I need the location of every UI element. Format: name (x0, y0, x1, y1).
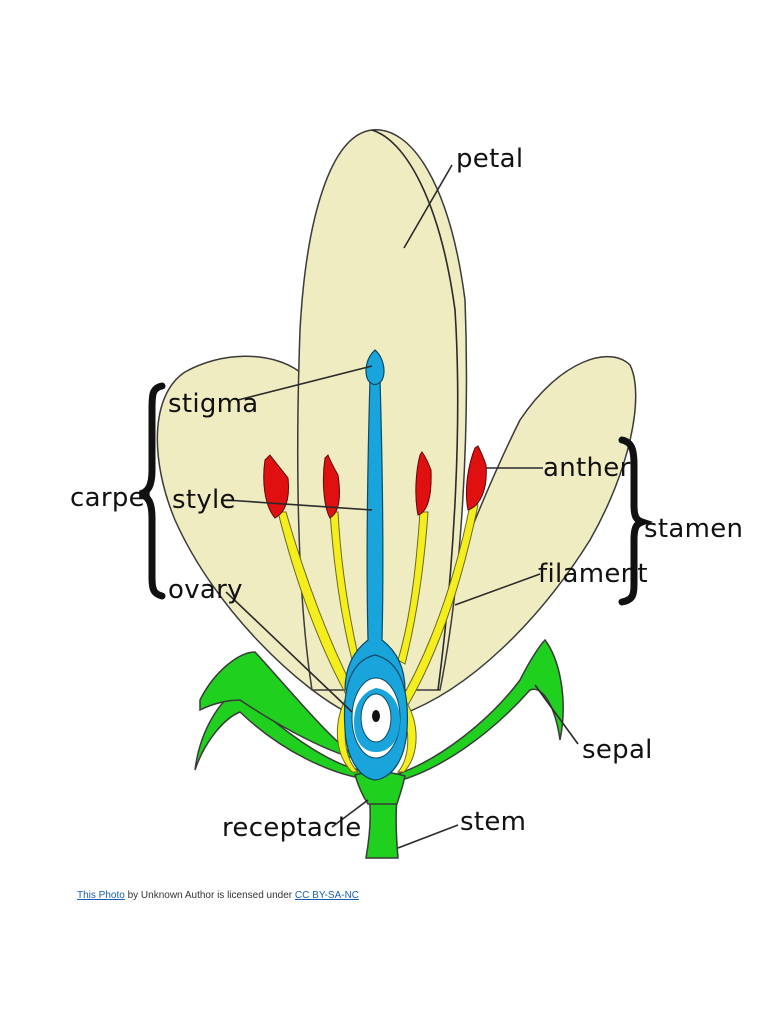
filament-label: filament (538, 559, 648, 589)
ovary-leader (225, 591, 353, 713)
receptacle-label: receptacle (222, 813, 362, 843)
petal-leader (403, 164, 453, 249)
stigma (365, 349, 385, 386)
filament-leader (454, 573, 541, 606)
stamen-bracket (618, 436, 654, 606)
anther-4 (465, 445, 487, 511)
style-leader (225, 499, 373, 511)
style-label: style (172, 485, 236, 515)
attribution-text: by Unknown Author is licensed under (124, 890, 295, 901)
petal-fold-line (371, 129, 459, 691)
ovule-core (372, 710, 380, 722)
carpel-bracket (138, 382, 166, 600)
sepal-leader (534, 684, 579, 745)
sepal-label: sepal (582, 735, 653, 765)
carpel-label: carpel (70, 483, 152, 513)
ovary-label: ovary (168, 575, 243, 605)
stem-leader (397, 824, 459, 849)
right-sepal (394, 638, 564, 783)
attribution-line: This Photo by Unknown Author is licensed… (77, 890, 359, 901)
receptacle-leader (331, 799, 369, 828)
photo-link[interactable]: This Photo (77, 890, 125, 901)
anther-2 (322, 454, 340, 519)
stigma-leader (237, 365, 373, 401)
left-sepal (194, 689, 373, 781)
stigma-label: stigma (168, 389, 259, 419)
anther-3 (415, 451, 432, 516)
petal-label: petal (456, 144, 523, 174)
stem-label: stem (460, 807, 526, 837)
anther-label: anther (543, 453, 631, 483)
license-link[interactable]: CC BY-SA-NC (294, 890, 360, 901)
stamen-label: stamen (644, 514, 743, 544)
filament-3 (397, 511, 429, 665)
